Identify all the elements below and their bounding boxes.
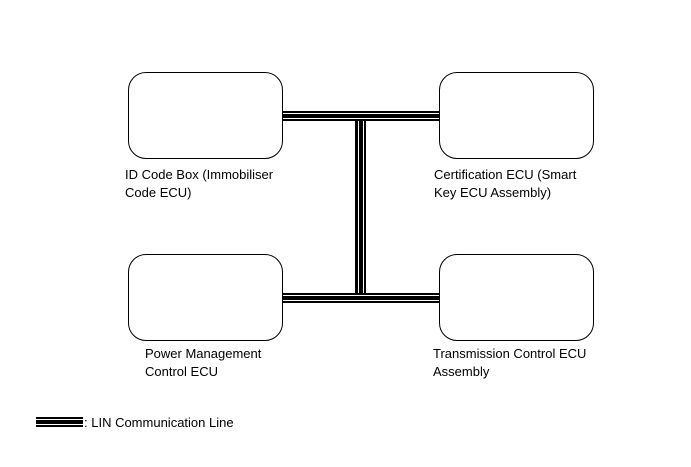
ecu-label-certification: Certification ECU (Smart Key ECU Assembl… [434, 167, 577, 200]
ecu-label-power-management: Power Management Control ECU [145, 346, 262, 379]
lin-line-bottom [282, 293, 440, 303]
lin-line-top [282, 111, 440, 121]
ecu-label-transmission: Transmission Control ECU Assembly [433, 346, 587, 379]
ecu-box-transmission [439, 254, 594, 341]
lin-line-legend-swatch [36, 417, 83, 427]
ecu-label-id-code: ID Code Box (Immobiliser Code ECU) [125, 167, 274, 200]
lin-line-vertical [355, 114, 366, 300]
ecu-box-id-code [128, 72, 283, 159]
ecu-box-certification [439, 72, 594, 159]
legend-label: : LIN Communication Line [84, 415, 234, 430]
ecu-box-power-management [128, 254, 283, 341]
